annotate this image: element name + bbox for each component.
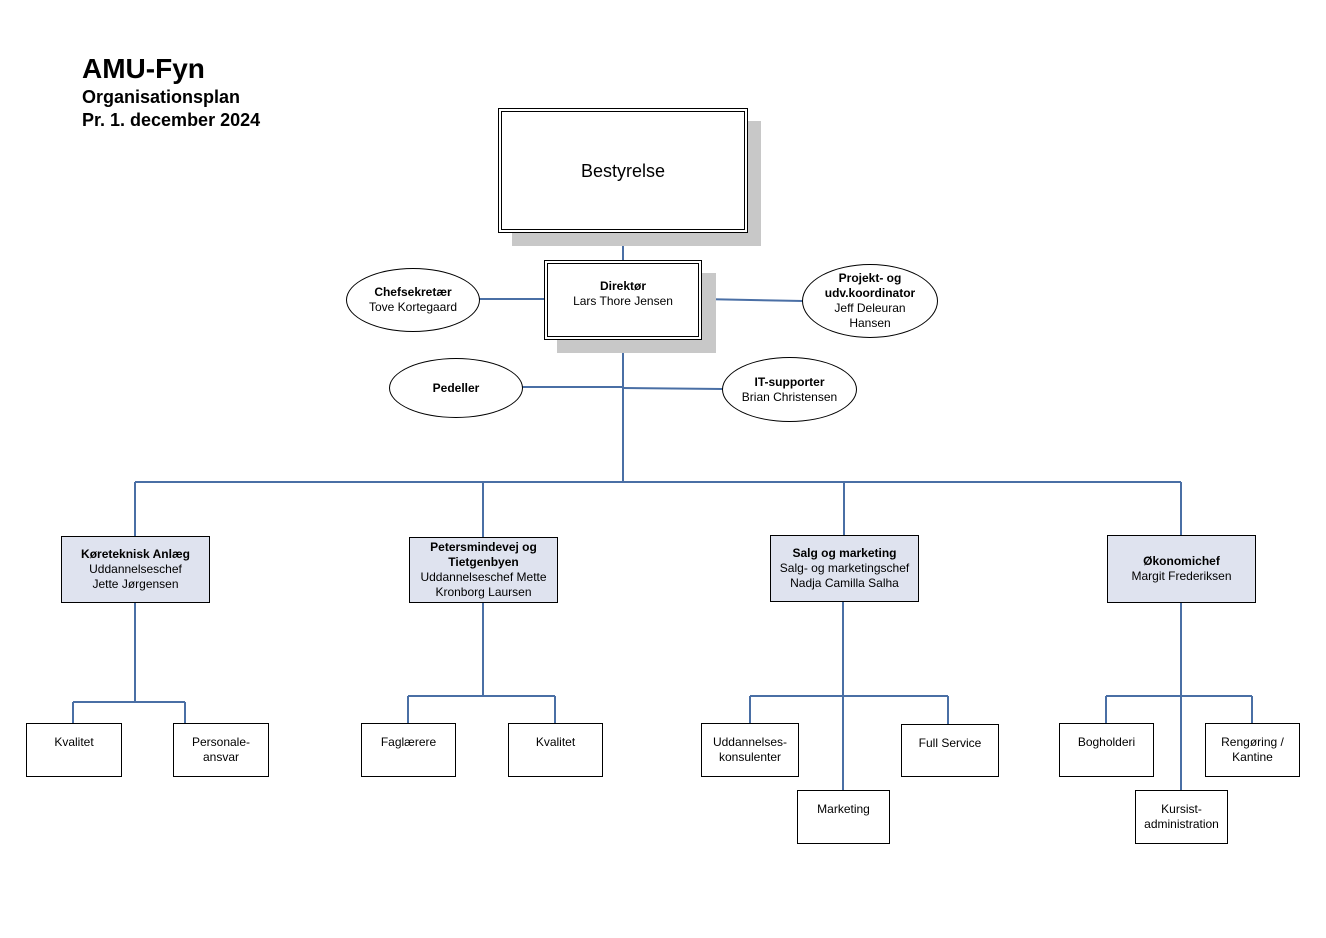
unit-pt-teachers: Faglærere bbox=[361, 723, 456, 777]
department-line1: Uddannelseschef Mette bbox=[420, 570, 547, 584]
department-box-petersmindevej: Petersmindevej og Tietgenbyen Uddannelse… bbox=[409, 537, 558, 603]
it-support-name: Brian Christensen bbox=[741, 389, 838, 404]
department-line2: Nadja Camilla Salha bbox=[790, 576, 899, 590]
unit-label: Full Service bbox=[918, 736, 982, 750]
department-line2: Kronborg Laursen bbox=[435, 585, 532, 599]
coordinator-name-2: Hansen bbox=[849, 316, 891, 330]
it-support-ellipse: IT-supporter Brian Christensen bbox=[722, 357, 857, 422]
department-box-koreteknisk: Køreteknisk Anlæg Uddannelseschef Jette … bbox=[61, 536, 210, 603]
director-name: Lars Thore Jensen bbox=[573, 294, 673, 308]
unit-sm-full-service: Full Service bbox=[901, 724, 999, 777]
unit-label: Kvalitet bbox=[54, 735, 94, 749]
unit-label: Bogholderi bbox=[1077, 735, 1136, 749]
department-line2: Jette Jørgensen bbox=[92, 577, 179, 591]
page-title: AMU-Fyn bbox=[82, 53, 205, 84]
unit-label-1: Personale- bbox=[191, 735, 251, 749]
department-title: Salg og marketing bbox=[792, 546, 897, 560]
board-box: Bestyrelse bbox=[498, 108, 748, 233]
department-line1: Uddannelseschef bbox=[89, 562, 182, 576]
title-block: AMU-Fyn Organisationsplan Pr. 1. decembe… bbox=[82, 52, 260, 132]
coordinator-title-2: udv.koordinator bbox=[824, 286, 916, 300]
janitors-ellipse: Pedeller bbox=[389, 358, 523, 418]
it-support-title: IT-supporter bbox=[754, 374, 825, 389]
connector-it bbox=[622, 387, 724, 390]
janitors-title: Pedeller bbox=[432, 380, 480, 395]
coordinator-title-1: Projekt- og bbox=[838, 271, 902, 285]
coordinator-name-1: Jeff Deleuran bbox=[834, 301, 906, 315]
secretary-name: Tove Kortegaard bbox=[368, 300, 458, 314]
director-title: Direktør bbox=[599, 279, 646, 293]
unit-label-2: ansvar bbox=[202, 750, 240, 764]
unit-kta-quality: Kvalitet bbox=[26, 723, 122, 777]
unit-ok-student-admin: Kursist- administration bbox=[1135, 790, 1228, 844]
unit-sm-consultants: Uddannelses- konsulenter bbox=[701, 723, 799, 777]
unit-ok-cleaning: Rengøring / Kantine bbox=[1205, 723, 1300, 777]
coordinator-ellipse: Projekt- og udv.koordinator Jeff Deleura… bbox=[802, 264, 938, 338]
department-title: Køreteknisk Anlæg bbox=[81, 547, 190, 561]
unit-pt-quality: Kvalitet bbox=[508, 723, 603, 777]
unit-kta-personnel: Personale- ansvar bbox=[173, 723, 269, 777]
department-line1: Salg- og marketingschef bbox=[779, 561, 910, 575]
secretary-ellipse: Chefsekretær Tove Kortegaard bbox=[346, 268, 480, 332]
unit-label-1: Uddannelses- bbox=[712, 735, 788, 749]
department-box-okonomi: Økonomichef Margit Frederiksen bbox=[1107, 535, 1256, 603]
department-line1: Margit Frederiksen bbox=[1131, 569, 1232, 583]
unit-sm-marketing: Marketing bbox=[797, 790, 890, 844]
unit-label-1: Kursist- bbox=[1161, 802, 1202, 816]
unit-label-2: konsulenter bbox=[718, 750, 782, 764]
secretary-title: Chefsekretær bbox=[374, 285, 452, 299]
department-title-2: Tietgenbyen bbox=[448, 555, 519, 569]
unit-label: Faglærere bbox=[380, 735, 437, 749]
department-title-1: Petersmindevej og bbox=[430, 540, 537, 554]
page-date: Pr. 1. december 2024 bbox=[82, 110, 261, 130]
connector-coordinator bbox=[700, 298, 804, 302]
page-subtitle: Organisationsplan bbox=[82, 87, 241, 107]
department-box-salg: Salg og marketing Salg- og marketingsche… bbox=[770, 535, 919, 602]
unit-label: Kvalitet bbox=[535, 735, 576, 749]
unit-label-1: Rengøring / bbox=[1221, 735, 1284, 749]
unit-label: Marketing bbox=[817, 802, 870, 816]
unit-label-2: administration bbox=[1144, 817, 1219, 831]
director-box: Direktør Lars Thore Jensen bbox=[544, 260, 702, 340]
board-label: Bestyrelse bbox=[580, 160, 666, 181]
unit-label-2: Kantine bbox=[1232, 750, 1273, 764]
unit-ok-bookkeeping: Bogholderi bbox=[1059, 723, 1154, 777]
department-title: Økonomichef bbox=[1143, 554, 1220, 568]
